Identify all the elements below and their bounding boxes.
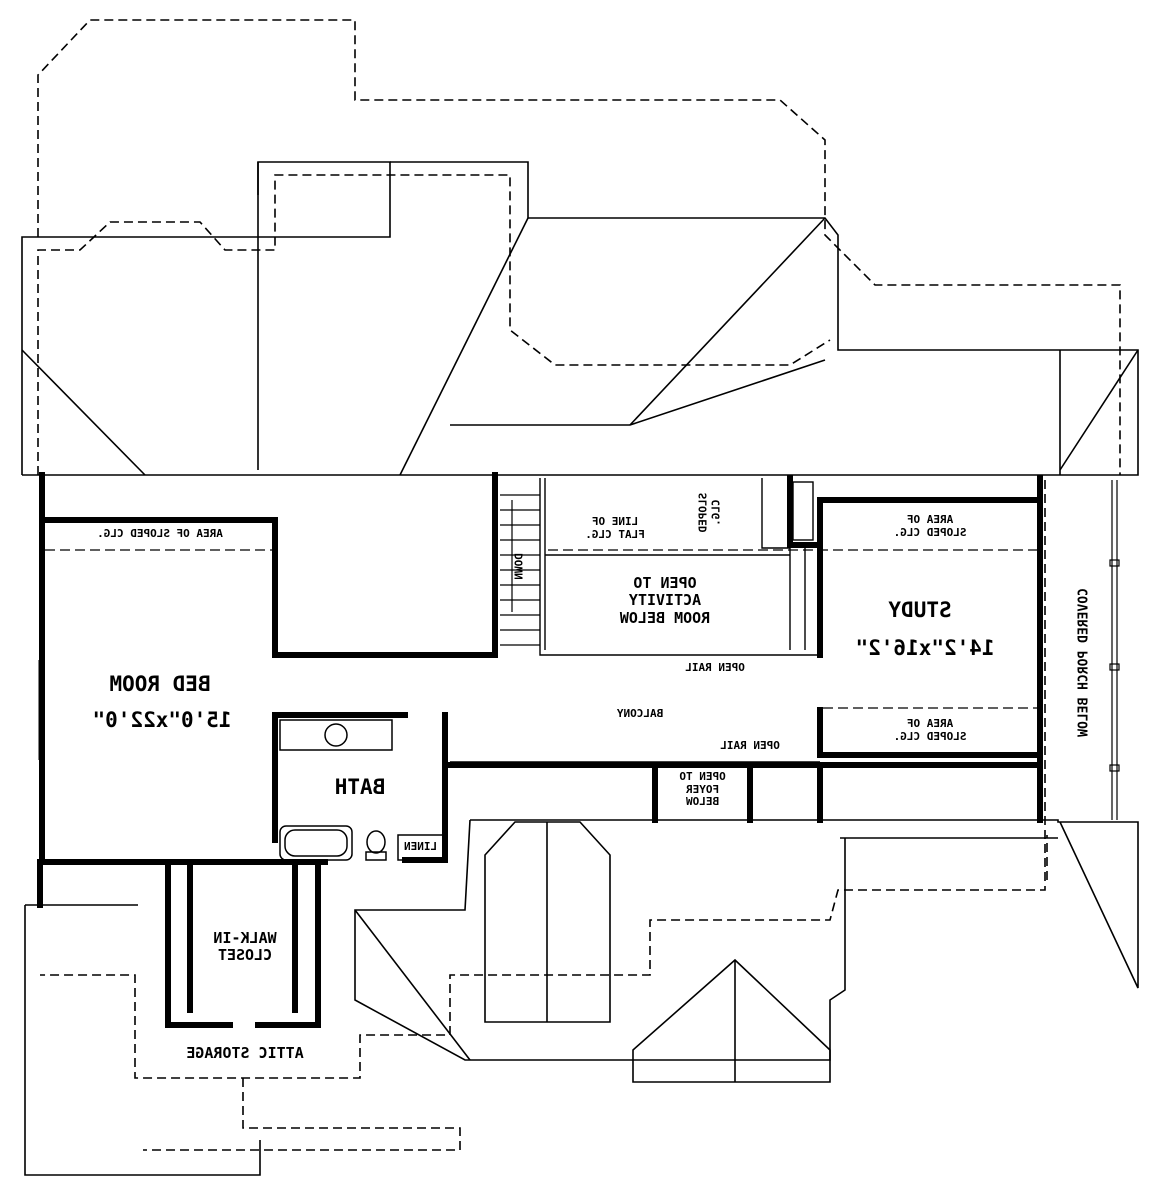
bedroom-size: 15'0"x22'0" — [92, 708, 232, 732]
stair-down-label: DOWN — [512, 553, 526, 580]
sloped-ceiling-note: AREA OF SLOPED CLG. — [893, 513, 967, 539]
roof-outline-dashed — [37, 19, 1121, 1151]
stairs — [500, 494, 540, 646]
open-rail — [450, 478, 820, 763]
closet-label: WALK-IN CLOSET — [213, 929, 277, 965]
bedroom-label: BED ROOM — [109, 672, 211, 696]
study-label: STUDY — [888, 598, 952, 622]
open-rail-note: OPEN RAIL — [685, 661, 745, 674]
bath-fixtures — [279, 719, 444, 861]
open-to-foyer-note: OPEN TO FOYER BELOW — [679, 770, 726, 809]
balcony-label: BALCONY — [616, 707, 664, 720]
sloped-ceiling-note: SLOPED CLG. — [696, 492, 722, 533]
flat-ceiling-note: LINE OF FLAT CLG. — [585, 515, 645, 541]
sloped-ceiling-lines — [45, 549, 1037, 709]
open-rail-note: OPEN RAIL — [720, 739, 780, 752]
study-size: 14'2"x16'2" — [855, 636, 995, 660]
sloped-ceiling-note: AREA OF SLOPED CLG. — [97, 527, 223, 540]
linen-label: LINEN — [403, 840, 438, 853]
porch-rail — [38, 480, 1120, 820]
covered-porch-note: COVERED PORCH BELOW — [1076, 588, 1092, 737]
sink-icon — [324, 723, 348, 747]
bath-label: BATH — [334, 775, 386, 799]
open-to-activity-note: OPEN TO ACTIVITY ROOM BELOW — [619, 574, 711, 627]
roof-lines — [21, 161, 1139, 1176]
walls — [37, 472, 1043, 1028]
sloped-ceiling-note: AREA OF SLOPED CLG. — [893, 717, 967, 743]
toilet-icon — [366, 830, 386, 854]
attic-label: ATTIC STORAGE — [186, 1044, 304, 1062]
bathtub-icon — [279, 825, 353, 861]
